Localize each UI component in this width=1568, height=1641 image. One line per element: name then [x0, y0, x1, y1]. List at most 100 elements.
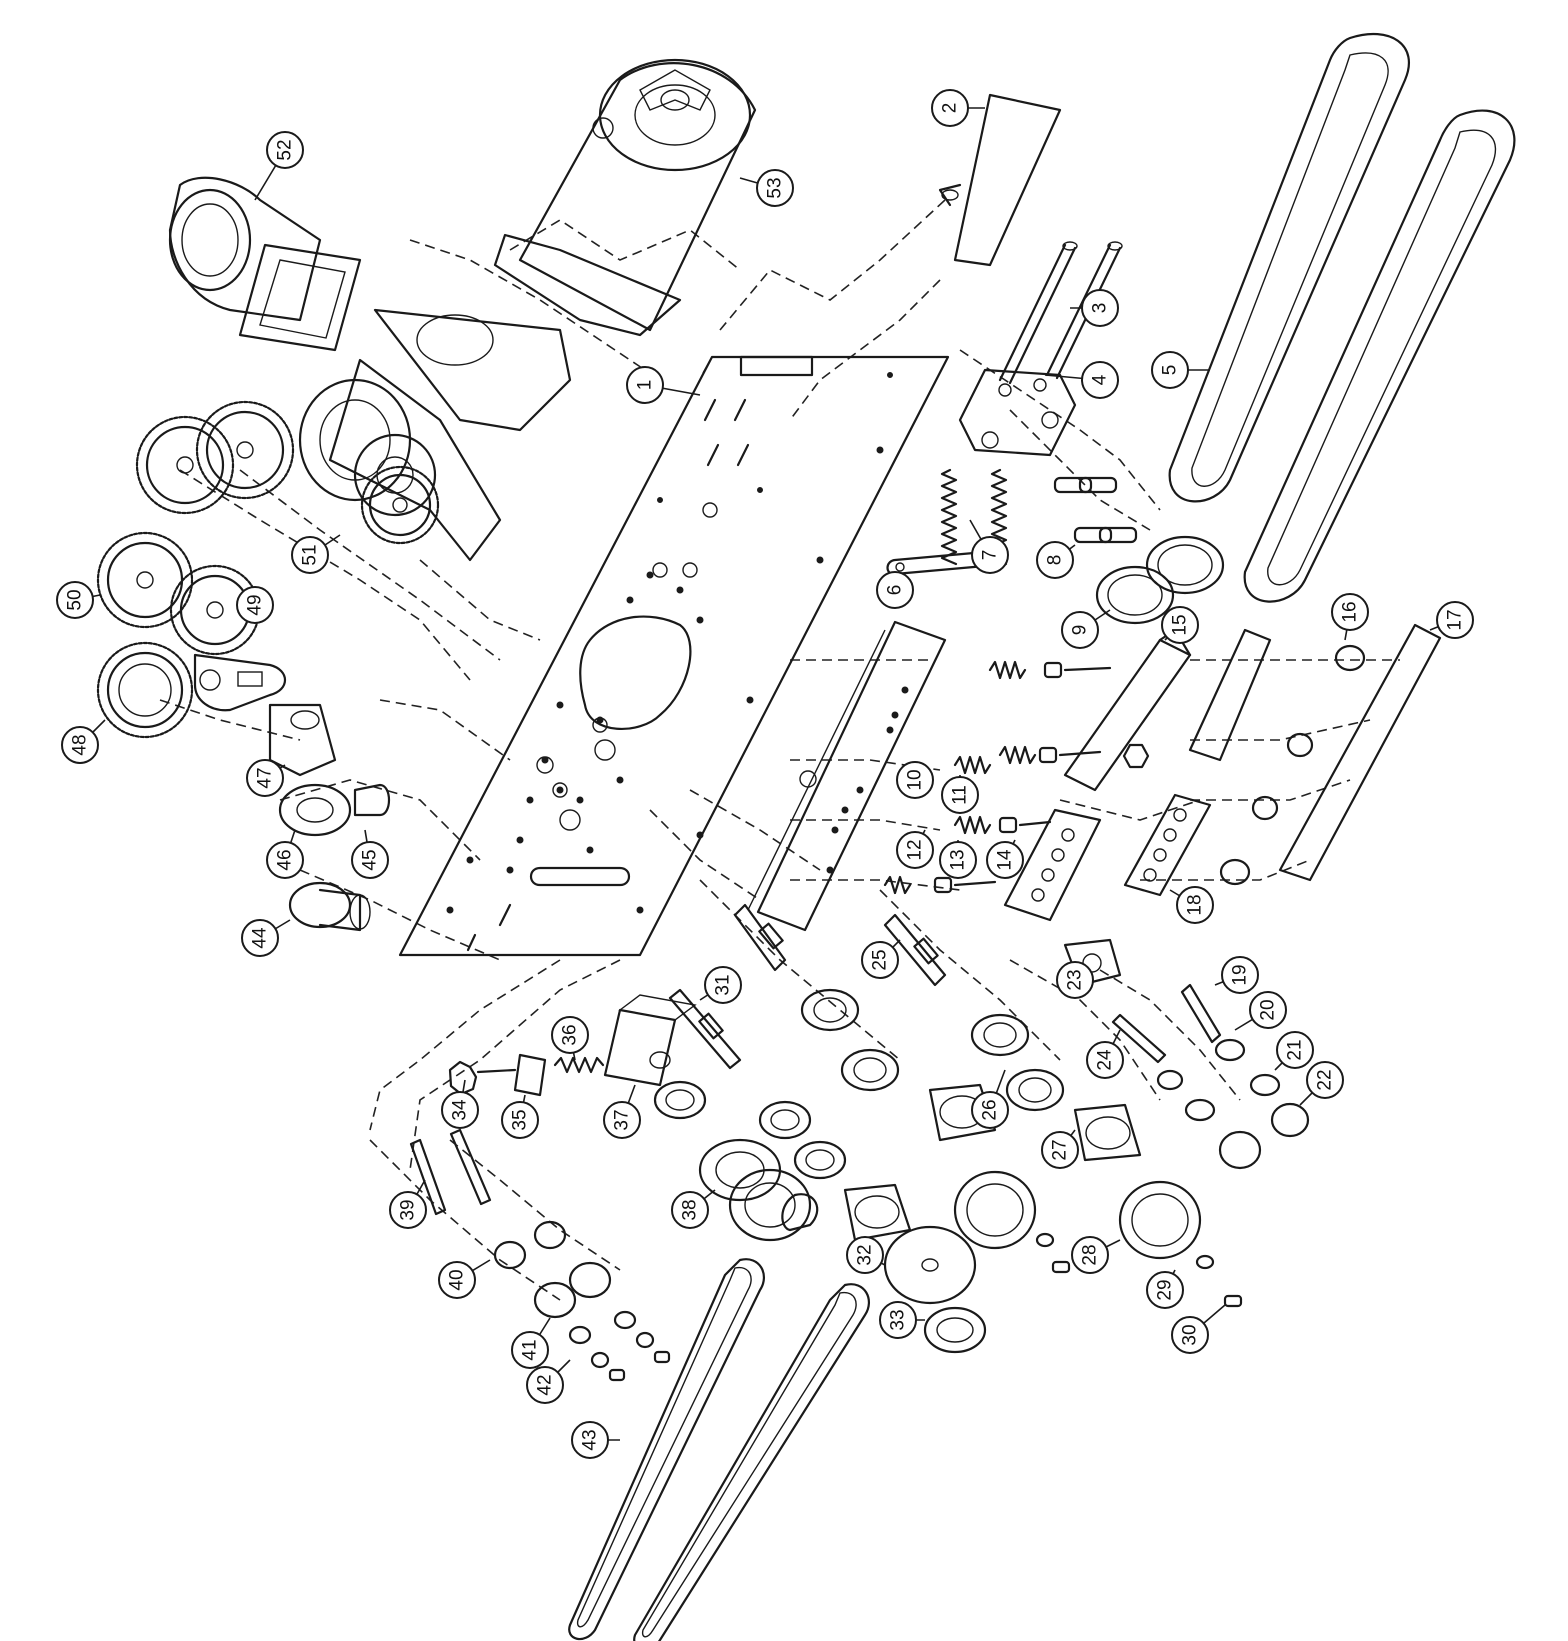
callout-48: 48 [61, 719, 106, 764]
rollers [1095, 535, 1225, 625]
part-number-label: 31 [713, 974, 734, 995]
callout-41: 41 [511, 1317, 551, 1369]
part-number-label: 30 [1180, 1324, 1201, 1345]
callout-50: 50 [56, 581, 101, 619]
callout-circle [603, 1101, 641, 1139]
part-number-label: 44 [250, 927, 271, 949]
part-number-label: 15 [1170, 614, 1191, 635]
callout-circle [246, 759, 284, 797]
tension-block [448, 994, 697, 1097]
callout-circle [896, 831, 934, 869]
part-number-label: 27 [1050, 1139, 1071, 1160]
callout-circle [931, 89, 969, 127]
callout-20: 20 [1234, 991, 1287, 1031]
part-number-label: 12 [905, 839, 926, 860]
part-number-label: 6 [885, 585, 906, 596]
main-plate [398, 355, 950, 957]
callout-15: 15 [1161, 606, 1199, 644]
callout-circle [571, 1421, 609, 1459]
callout-circle [56, 581, 94, 619]
small-screws [1035, 1232, 1243, 1308]
callout-1: 1 [626, 366, 701, 404]
part-number-label: 52 [275, 139, 296, 160]
bearing-parts [278, 783, 391, 932]
part-number-label: 35 [510, 1109, 531, 1130]
part-number-label: 42 [535, 1374, 556, 1395]
callout-24: 24 [1086, 1029, 1124, 1079]
callout-42: 42 [526, 1359, 571, 1404]
callout-circle [671, 1191, 709, 1229]
callout-circle [1171, 1316, 1209, 1354]
flanges-pulleys [728, 1083, 1202, 1354]
callout-circle [1081, 289, 1119, 327]
callout-30: 30 [1171, 1304, 1226, 1354]
part-number-label: 40 [447, 1269, 468, 1290]
callout-circle [1221, 956, 1259, 994]
callout-circle [1041, 1131, 1079, 1169]
part-number-label: 49 [245, 594, 266, 615]
callout-circle [1331, 593, 1369, 631]
callout-14: 14 [986, 839, 1024, 879]
callout-26: 26 [971, 1069, 1009, 1129]
callout-46: 46 [266, 829, 304, 879]
callout-circle [441, 1091, 479, 1129]
part-number-label: 34 [450, 1099, 471, 1121]
part-number-label: 38 [680, 1199, 701, 1220]
part-number-label: 2 [940, 103, 961, 114]
callout-23: 23 [1056, 961, 1094, 999]
callout-35: 35 [501, 1094, 539, 1139]
support-bracket [1063, 628, 1192, 792]
callout-circle [941, 776, 979, 814]
small-pulleys [493, 1220, 671, 1382]
part-number-label: 48 [70, 734, 91, 755]
callout-circle [756, 169, 794, 207]
part-number-label: 3 [1090, 303, 1111, 314]
callout-17: 17 [1429, 601, 1474, 639]
callout-29: 29 [1146, 1269, 1184, 1309]
callout-circle [879, 1301, 917, 1339]
callout-circle [501, 1101, 539, 1139]
callout-53: 53 [739, 169, 794, 207]
callout-13: 13 [939, 840, 977, 879]
callout-circle [1056, 961, 1094, 999]
callout-circle [61, 726, 99, 764]
part-number-label: 45 [360, 849, 381, 870]
part-number-label: 17 [1445, 609, 1466, 630]
part-number-label: 20 [1258, 999, 1279, 1020]
callout-circle [939, 841, 977, 879]
callout-circle [1306, 1061, 1344, 1099]
part-number-label: 23 [1065, 969, 1086, 990]
callout-circle [1276, 1031, 1314, 1069]
part-number-label: 51 [300, 544, 321, 565]
callout-circle [1436, 601, 1474, 639]
callout-circle [1071, 1236, 1109, 1274]
callout-19: 19 [1214, 956, 1259, 994]
callout-circle [291, 536, 329, 574]
callout-37: 37 [603, 1084, 641, 1139]
callout-circle [1146, 1271, 1184, 1309]
callout-circle [626, 366, 664, 404]
spring-blocks [1003, 793, 1212, 922]
callout-38: 38 [671, 1189, 716, 1229]
mounting-bar [747, 620, 947, 932]
callout-45: 45 [351, 829, 389, 879]
part-number-label: 10 [905, 769, 926, 790]
callout-circle [896, 761, 934, 799]
part-number-label: 32 [855, 1244, 876, 1265]
callout-circle [236, 586, 274, 624]
cover-part [938, 93, 1062, 267]
callout-28: 28 [1071, 1236, 1121, 1274]
callout-circle [266, 131, 304, 169]
part-number-label: 28 [1080, 1244, 1101, 1265]
gearbox-assembly [298, 308, 572, 562]
part-number-label: 47 [255, 767, 276, 788]
part-number-label: 33 [888, 1309, 909, 1330]
part-number-label: 11 [950, 785, 971, 805]
part-number-label: 16 [1340, 601, 1361, 622]
guide-block [958, 368, 1077, 457]
part-number-label: 14 [995, 849, 1016, 871]
callout-22: 22 [1299, 1061, 1344, 1106]
callout-32: 32 [846, 1236, 886, 1274]
